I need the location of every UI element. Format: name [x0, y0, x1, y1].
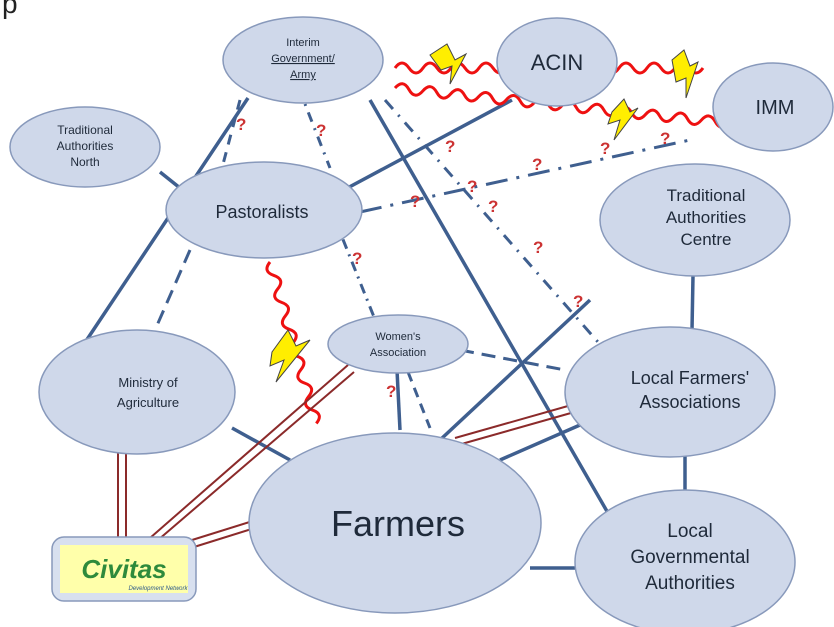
lightning-icon	[671, 49, 699, 99]
lightning-bolts	[269, 43, 699, 383]
node-acin	[496, 17, 618, 107]
link-ta-centre-lfa	[690, 275, 695, 331]
partial-header-letter: p	[2, 0, 18, 19]
node-label-ta-north: Authorities	[57, 139, 114, 153]
node-pastoralists	[165, 161, 363, 259]
node-label-ta-north: North	[70, 155, 99, 169]
node-label-acin: ACIN	[531, 50, 584, 75]
node-label-lfa: Local Farmers'	[631, 368, 749, 388]
node-interim	[222, 16, 384, 104]
node-label-ministry: Ministry of	[118, 375, 178, 390]
question-mark: ?	[467, 177, 477, 196]
partner-civitas-farmers-a	[191, 519, 257, 541]
node-label-farmers: Farmers	[331, 503, 465, 544]
node-label-ta-centre: Traditional	[667, 186, 746, 205]
lightning-icon	[607, 98, 639, 141]
lightning-icon	[429, 43, 468, 85]
partner-civitas-womens-b	[157, 371, 355, 541]
dashed-links	[153, 99, 691, 429]
node-imm	[712, 62, 834, 152]
partner-farmers-lfa-b	[457, 410, 579, 446]
question-mark: ?	[660, 129, 670, 148]
node-label-lfa: Associations	[639, 392, 740, 412]
node-label-ta-centre: Centre	[680, 230, 731, 249]
node-lfa	[564, 326, 776, 458]
question-mark: ?	[316, 121, 326, 140]
node-lga	[574, 489, 796, 627]
question-mark: ?	[533, 238, 543, 257]
node-ministry	[38, 329, 236, 455]
node-label-womens: Association	[370, 347, 426, 359]
partnership-lines	[117, 364, 579, 548]
node-label-lga: Governmental	[630, 547, 749, 568]
link-farmers-lfa	[499, 423, 581, 462]
node-label-imm: IMM	[756, 97, 795, 119]
question-mark: ?	[488, 197, 498, 216]
node-label-pastoralists: Pastoralists	[215, 202, 308, 222]
civitas-logo-tagline: Development Network	[128, 586, 188, 592]
civitas-logo-background	[60, 545, 188, 593]
link-interim-lfa	[383, 99, 600, 343]
link-interim-ministry	[78, 97, 250, 351]
question-mark: ?	[573, 292, 583, 311]
question-mark: ?	[600, 139, 610, 158]
node-label-ministry: Agriculture	[117, 395, 179, 410]
node-farmers	[248, 432, 542, 614]
link-interim-pastoralists	[220, 99, 242, 169]
node-label-ta-centre: Authorities	[666, 208, 746, 227]
question-mark: ?	[352, 249, 362, 268]
question-mark: ?	[410, 192, 420, 211]
question-mark: ?	[532, 155, 542, 174]
civitas-logo-name: Civitas	[81, 554, 166, 584]
node-label-interim: Interim	[286, 37, 320, 49]
link-pastoralists-ministry	[153, 249, 192, 331]
node-label-ta-north: Traditional	[57, 123, 113, 137]
partner-farmers-lfa-a	[454, 403, 576, 439]
link-ministry-farmers	[231, 426, 291, 462]
node-label-interim: Army	[290, 69, 316, 81]
link-womens-lfa	[459, 348, 566, 372]
link-pastoralists-imm	[359, 138, 691, 214]
question-mark: ?	[445, 137, 455, 156]
question-mark: ?	[386, 382, 396, 401]
link-pastoralists-womens	[338, 231, 378, 323]
node-label-interim: Government/	[271, 53, 336, 65]
link-interim-lga	[368, 99, 614, 521]
partner-civitas-womens-a	[149, 364, 349, 539]
partner-civitas-farmers-b	[193, 526, 259, 548]
link-womens-farmers	[395, 369, 402, 431]
node-ta-centre	[599, 163, 791, 277]
node-label-womens: Women's	[375, 331, 421, 343]
link-interim-pastoralists-b	[303, 103, 332, 169]
question-marks: ?????????????	[236, 115, 670, 401]
lightning-icon	[269, 329, 311, 383]
node-shapes	[9, 16, 834, 627]
node-label-lga: Authorities	[645, 573, 735, 594]
link-farmers-ta-centre-upper	[438, 298, 592, 442]
node-label-lga: Local	[667, 521, 712, 542]
question-mark: ?	[236, 115, 246, 134]
link-womens-farmers-b	[406, 371, 432, 429]
node-ta-north	[9, 106, 161, 188]
node-womens	[327, 314, 469, 374]
